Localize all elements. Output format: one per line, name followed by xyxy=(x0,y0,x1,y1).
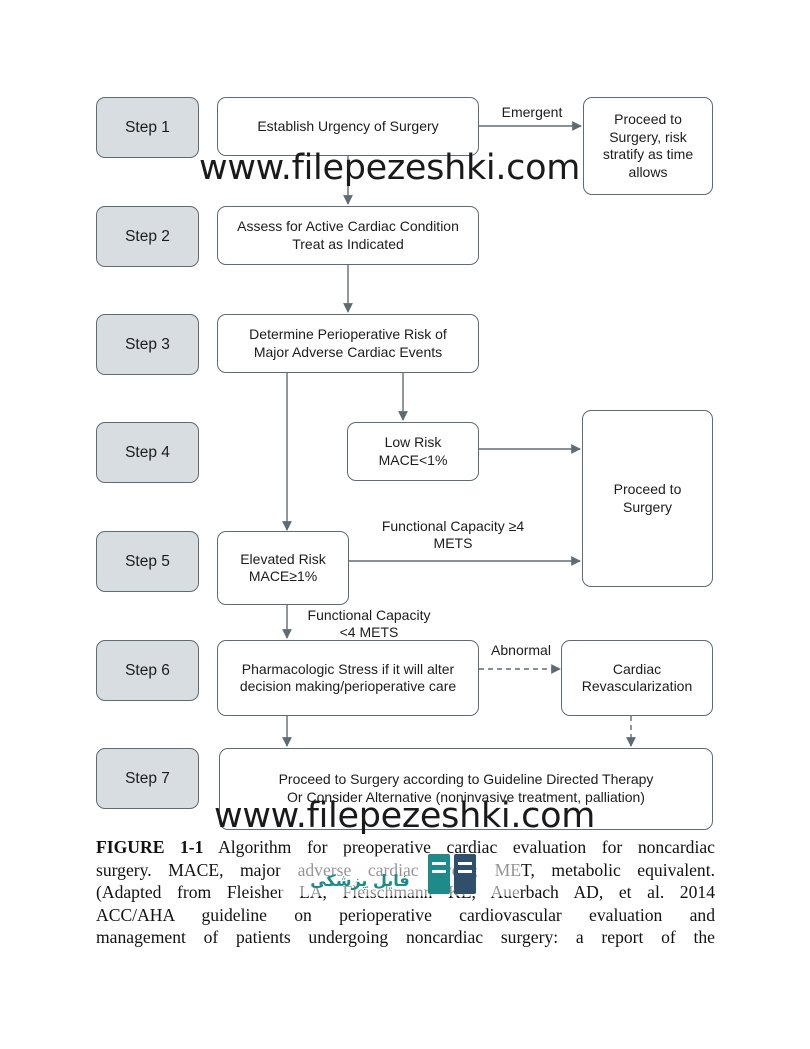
proceed-risk-box: Proceed to Surgery, risk stratify as tim… xyxy=(583,97,713,195)
assess-line1: Assess for Active Cardiac Condition xyxy=(237,218,459,234)
step-7-label: Step 7 xyxy=(96,748,199,809)
pharmacologic-stress-box: Pharmacologic Stress if it will alter de… xyxy=(217,640,479,716)
step-4-label: Step 4 xyxy=(96,422,199,483)
revasc-line2: Revascularization xyxy=(581,678,693,694)
low-risk-line2: MACE<1% xyxy=(378,451,448,468)
fc-low-line2: <4 METS xyxy=(339,624,399,640)
low-risk-line1: Low Risk xyxy=(384,434,442,450)
figure-caption: FIGURE 1-1 Algorithm for preoperative ca… xyxy=(96,836,715,949)
filepezeshki-logo xyxy=(280,854,520,896)
elevated-risk-box: Elevated Risk MACE≥1% xyxy=(217,531,349,605)
fc-low-line1: Functional Capacity xyxy=(307,607,431,623)
edge-label-emergent: Emergent xyxy=(501,104,563,120)
elevated-risk-line1: Elevated Risk xyxy=(240,550,326,567)
proceed-surgery-text: Proceed to Surgery xyxy=(613,481,682,515)
determine-line2: Major Adverse Cardiac Events xyxy=(253,343,443,360)
edge-label-abnormal: Abnormal xyxy=(491,642,551,658)
stress-line1: Pharmacologic Stress if it will alter xyxy=(241,660,455,677)
revasc-line1: Cardiac xyxy=(612,660,662,677)
urgency-text: Establish Urgency of Surgery xyxy=(257,117,439,134)
proceed-surgery-box: Proceed to Surgery xyxy=(582,410,713,587)
edge-label-fc-low: Functional Capacity <4 METS xyxy=(296,607,442,641)
step-2-label: Step 2 xyxy=(96,206,199,267)
step-1-label: Step 1 xyxy=(96,97,199,158)
final-line1: Proceed to Surgery according to Guidelin… xyxy=(278,771,654,787)
caption-figure-label: FIGURE 1-1 xyxy=(96,837,204,857)
edge-label-fc-high: Functional Capacity ≥4 METS xyxy=(368,518,538,552)
caption-line1-text: Algorithm for preoperative cardiac evalu… xyxy=(218,837,715,857)
caption-line-4: ACC/AHA guideline on perioperative cardi… xyxy=(96,904,715,925)
final-proceed-box: Proceed to Surgery according to Guidelin… xyxy=(219,748,713,830)
determine-box: Determine Perioperative Risk of Major Ad… xyxy=(217,314,479,373)
elevated-risk-line2: MACE≥1% xyxy=(248,568,318,584)
determine-line1: Determine Perioperative Risk of xyxy=(249,326,447,342)
fc-high-line2: METS xyxy=(433,535,473,551)
low-risk-box: Low Risk MACE<1% xyxy=(347,422,479,481)
step-3-label: Step 3 xyxy=(96,314,199,375)
final-line2: Or Consider Alternative (noninvasive tre… xyxy=(287,788,645,805)
fc-high-line1: Functional Capacity ≥4 xyxy=(381,518,525,534)
caption-line-1: FIGURE 1-1 Algorithm for preoperative ca… xyxy=(96,836,715,859)
assess-line2: Treat as Indicated xyxy=(292,235,404,252)
step-6-label: Step 6 xyxy=(96,640,199,701)
step-5-label: Step 5 xyxy=(96,531,199,592)
assess-box: Assess for Active Cardiac Condition Trea… xyxy=(217,206,479,265)
stress-line2: decision making/perioperative care xyxy=(239,678,457,694)
watermark-bottom: www.filepezeshki.com xyxy=(214,796,596,836)
watermark-top: www.filepezeshki.com xyxy=(199,148,581,188)
caption-line-5: management of patients undergoing noncar… xyxy=(96,927,715,947)
revascularization-box: Cardiac Revascularization xyxy=(561,640,713,716)
logo-text: فایل پزشکی xyxy=(310,871,410,890)
urgency-box: Establish Urgency of Surgery xyxy=(217,97,479,156)
proceed-risk-text: Proceed to Surgery, risk stratify as tim… xyxy=(602,111,694,180)
